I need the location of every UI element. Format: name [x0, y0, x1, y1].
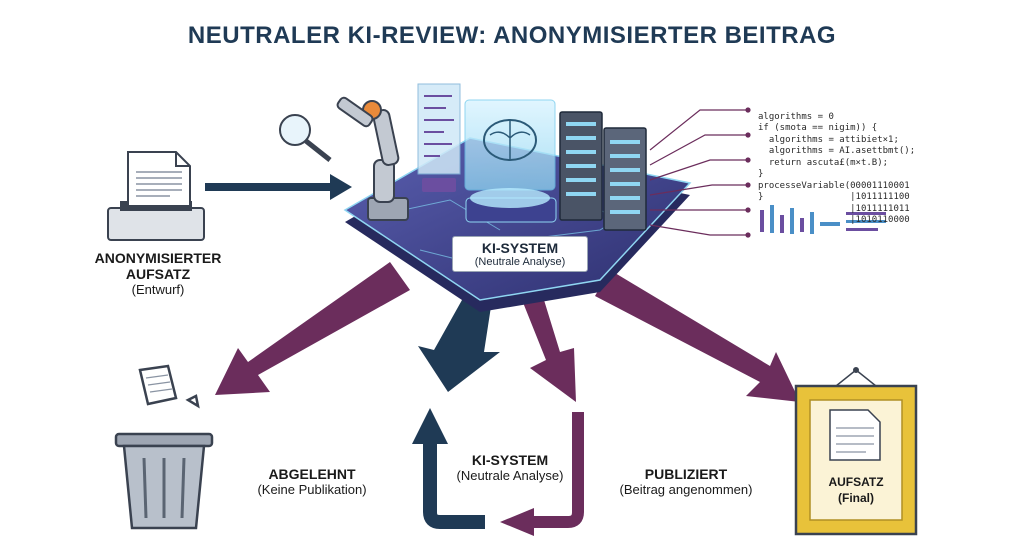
rejected-title: ABGELEHNT: [268, 466, 356, 482]
ki-system-sub: (Neutrale Analyse): [474, 256, 566, 268]
loop-arrow-plum: [500, 412, 584, 536]
rejected-sub: (Keine Publikation): [257, 482, 367, 497]
input-label: ANONYMISIERTER AUFSATZ (Entwurf): [78, 250, 238, 298]
rejected-label: ABGELEHNT (Keine Publikation): [232, 466, 392, 498]
server-rack-icon: [559, 111, 647, 231]
published-title: PUBLIZIERT: [644, 466, 728, 482]
circuit-lines: [649, 107, 751, 238]
code-line: |1011111011: [758, 203, 910, 214]
arrow-down-navy: [418, 300, 500, 392]
robot-arm-icon: [279, 96, 409, 221]
final-line1: AUFSATZ: [828, 475, 884, 489]
data-screen-icon: [417, 83, 461, 192]
trash-can-icon: [114, 364, 214, 530]
brain-hologram-icon: [464, 99, 557, 223]
code-line: algorithms = attibiet×1;: [758, 134, 899, 145]
loop-system-sub: (Neutrale Analyse): [456, 468, 564, 483]
final-line2: (Final): [838, 491, 874, 505]
published-sub: (Beitrag angenommen): [619, 482, 753, 497]
input-document-icon: [107, 151, 205, 241]
code-line: return ascuta£(m×t.B);: [758, 157, 889, 168]
code-line: processeVariable(00001110001: [758, 180, 910, 191]
code-line: } |1011111100: [758, 192, 910, 202]
input-label-line1: ANONYMISIERTER: [94, 250, 222, 266]
ki-system-label: KI-SYSTEM (Neutrale Analyse): [452, 236, 588, 272]
arrow-input-to-system: [205, 174, 352, 200]
diagram-title: NEUTRALER KI-REVIEW: ANONYMISIERTER BEIT…: [187, 22, 837, 49]
loop-system-label: KI-SYSTEM (Neutrale Analyse): [440, 452, 580, 484]
framed-final-paper-icon: [794, 367, 918, 536]
code-line: algorithms = AI.asettbmt();: [758, 146, 916, 156]
loop-arrow-navy: [412, 408, 485, 529]
input-label-sub: (Entwurf): [131, 282, 185, 297]
loop-system-title: KI-SYSTEM: [471, 452, 549, 468]
published-label: PUBLIZIERT (Beitrag angenommen): [606, 466, 766, 498]
input-label-line2: AUFSATZ: [125, 266, 191, 282]
code-line: if (smota == nigim)) {: [758, 123, 878, 133]
code-line: |1010110000: [758, 215, 910, 225]
code-bars-icon: [760, 205, 886, 234]
arrow-to-published: [595, 270, 800, 402]
ki-system-title: KI-SYSTEM: [481, 240, 559, 256]
arrow-down-plum: [522, 300, 576, 402]
code-line: algorithms = 0: [758, 111, 834, 122]
final-label: AUFSATZ (Final): [810, 474, 902, 506]
arrow-to-rejected: [215, 262, 410, 395]
code-line: }: [758, 169, 764, 179]
